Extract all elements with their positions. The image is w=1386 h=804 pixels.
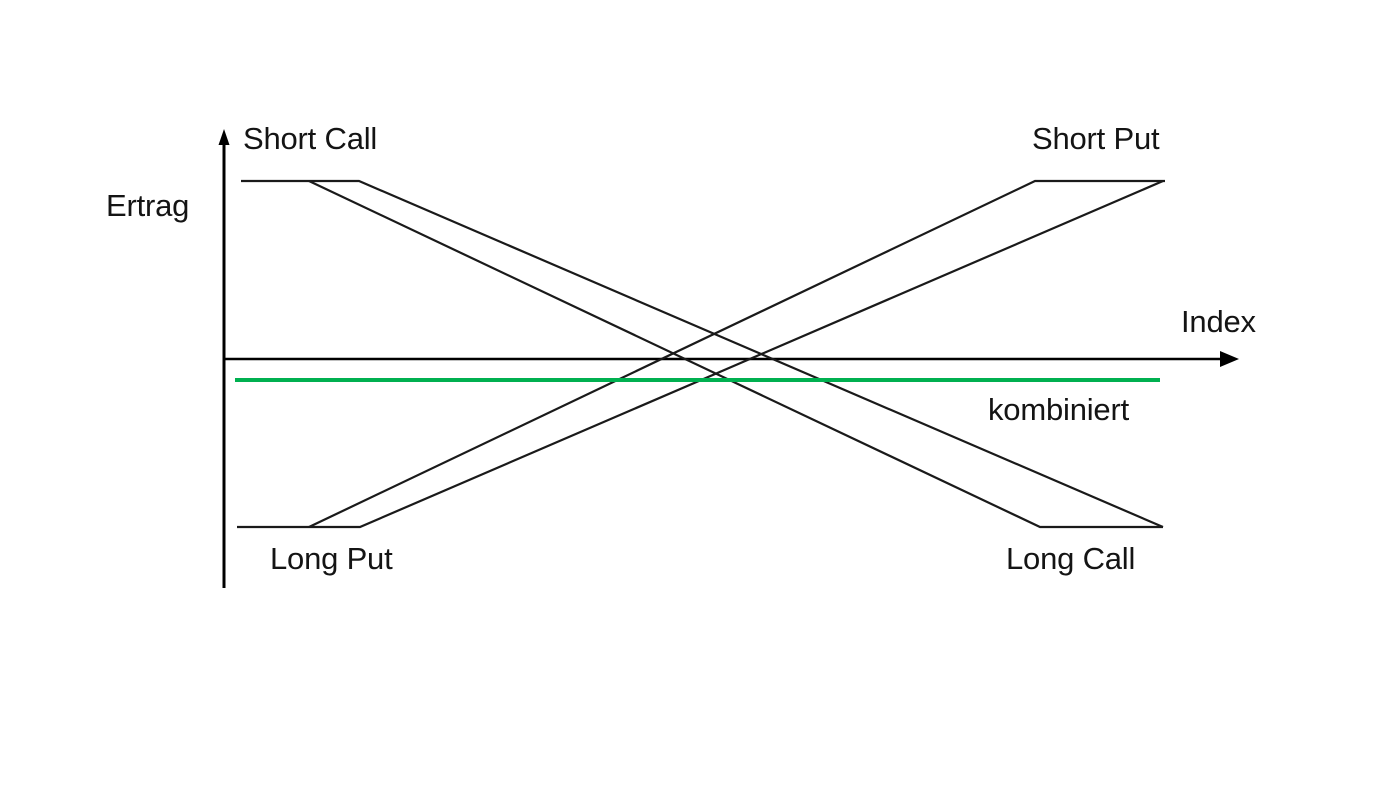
x-axis-label: Index (1181, 304, 1256, 339)
x-axis-arrowhead-icon (1220, 351, 1239, 367)
series-line-long-put (237, 179, 1164, 529)
series-label-short-call: Short Call (243, 121, 378, 156)
series-label-kombiniert: kombiniert (988, 392, 1129, 427)
series-label-long-call: Long Call (1006, 541, 1136, 576)
y-axis-arrowhead-icon (218, 129, 230, 145)
series-label-long-put: Long Put (270, 541, 393, 576)
series-line-short-put (308, 179, 1165, 528)
series-line-short-call (241, 179, 1164, 529)
y-axis-label: Ertrag (106, 188, 190, 223)
series-line-long-call (308, 180, 1163, 529)
y-axis (218, 129, 230, 588)
x-axis (224, 351, 1239, 367)
series-label-short-put: Short Put (1032, 121, 1160, 156)
